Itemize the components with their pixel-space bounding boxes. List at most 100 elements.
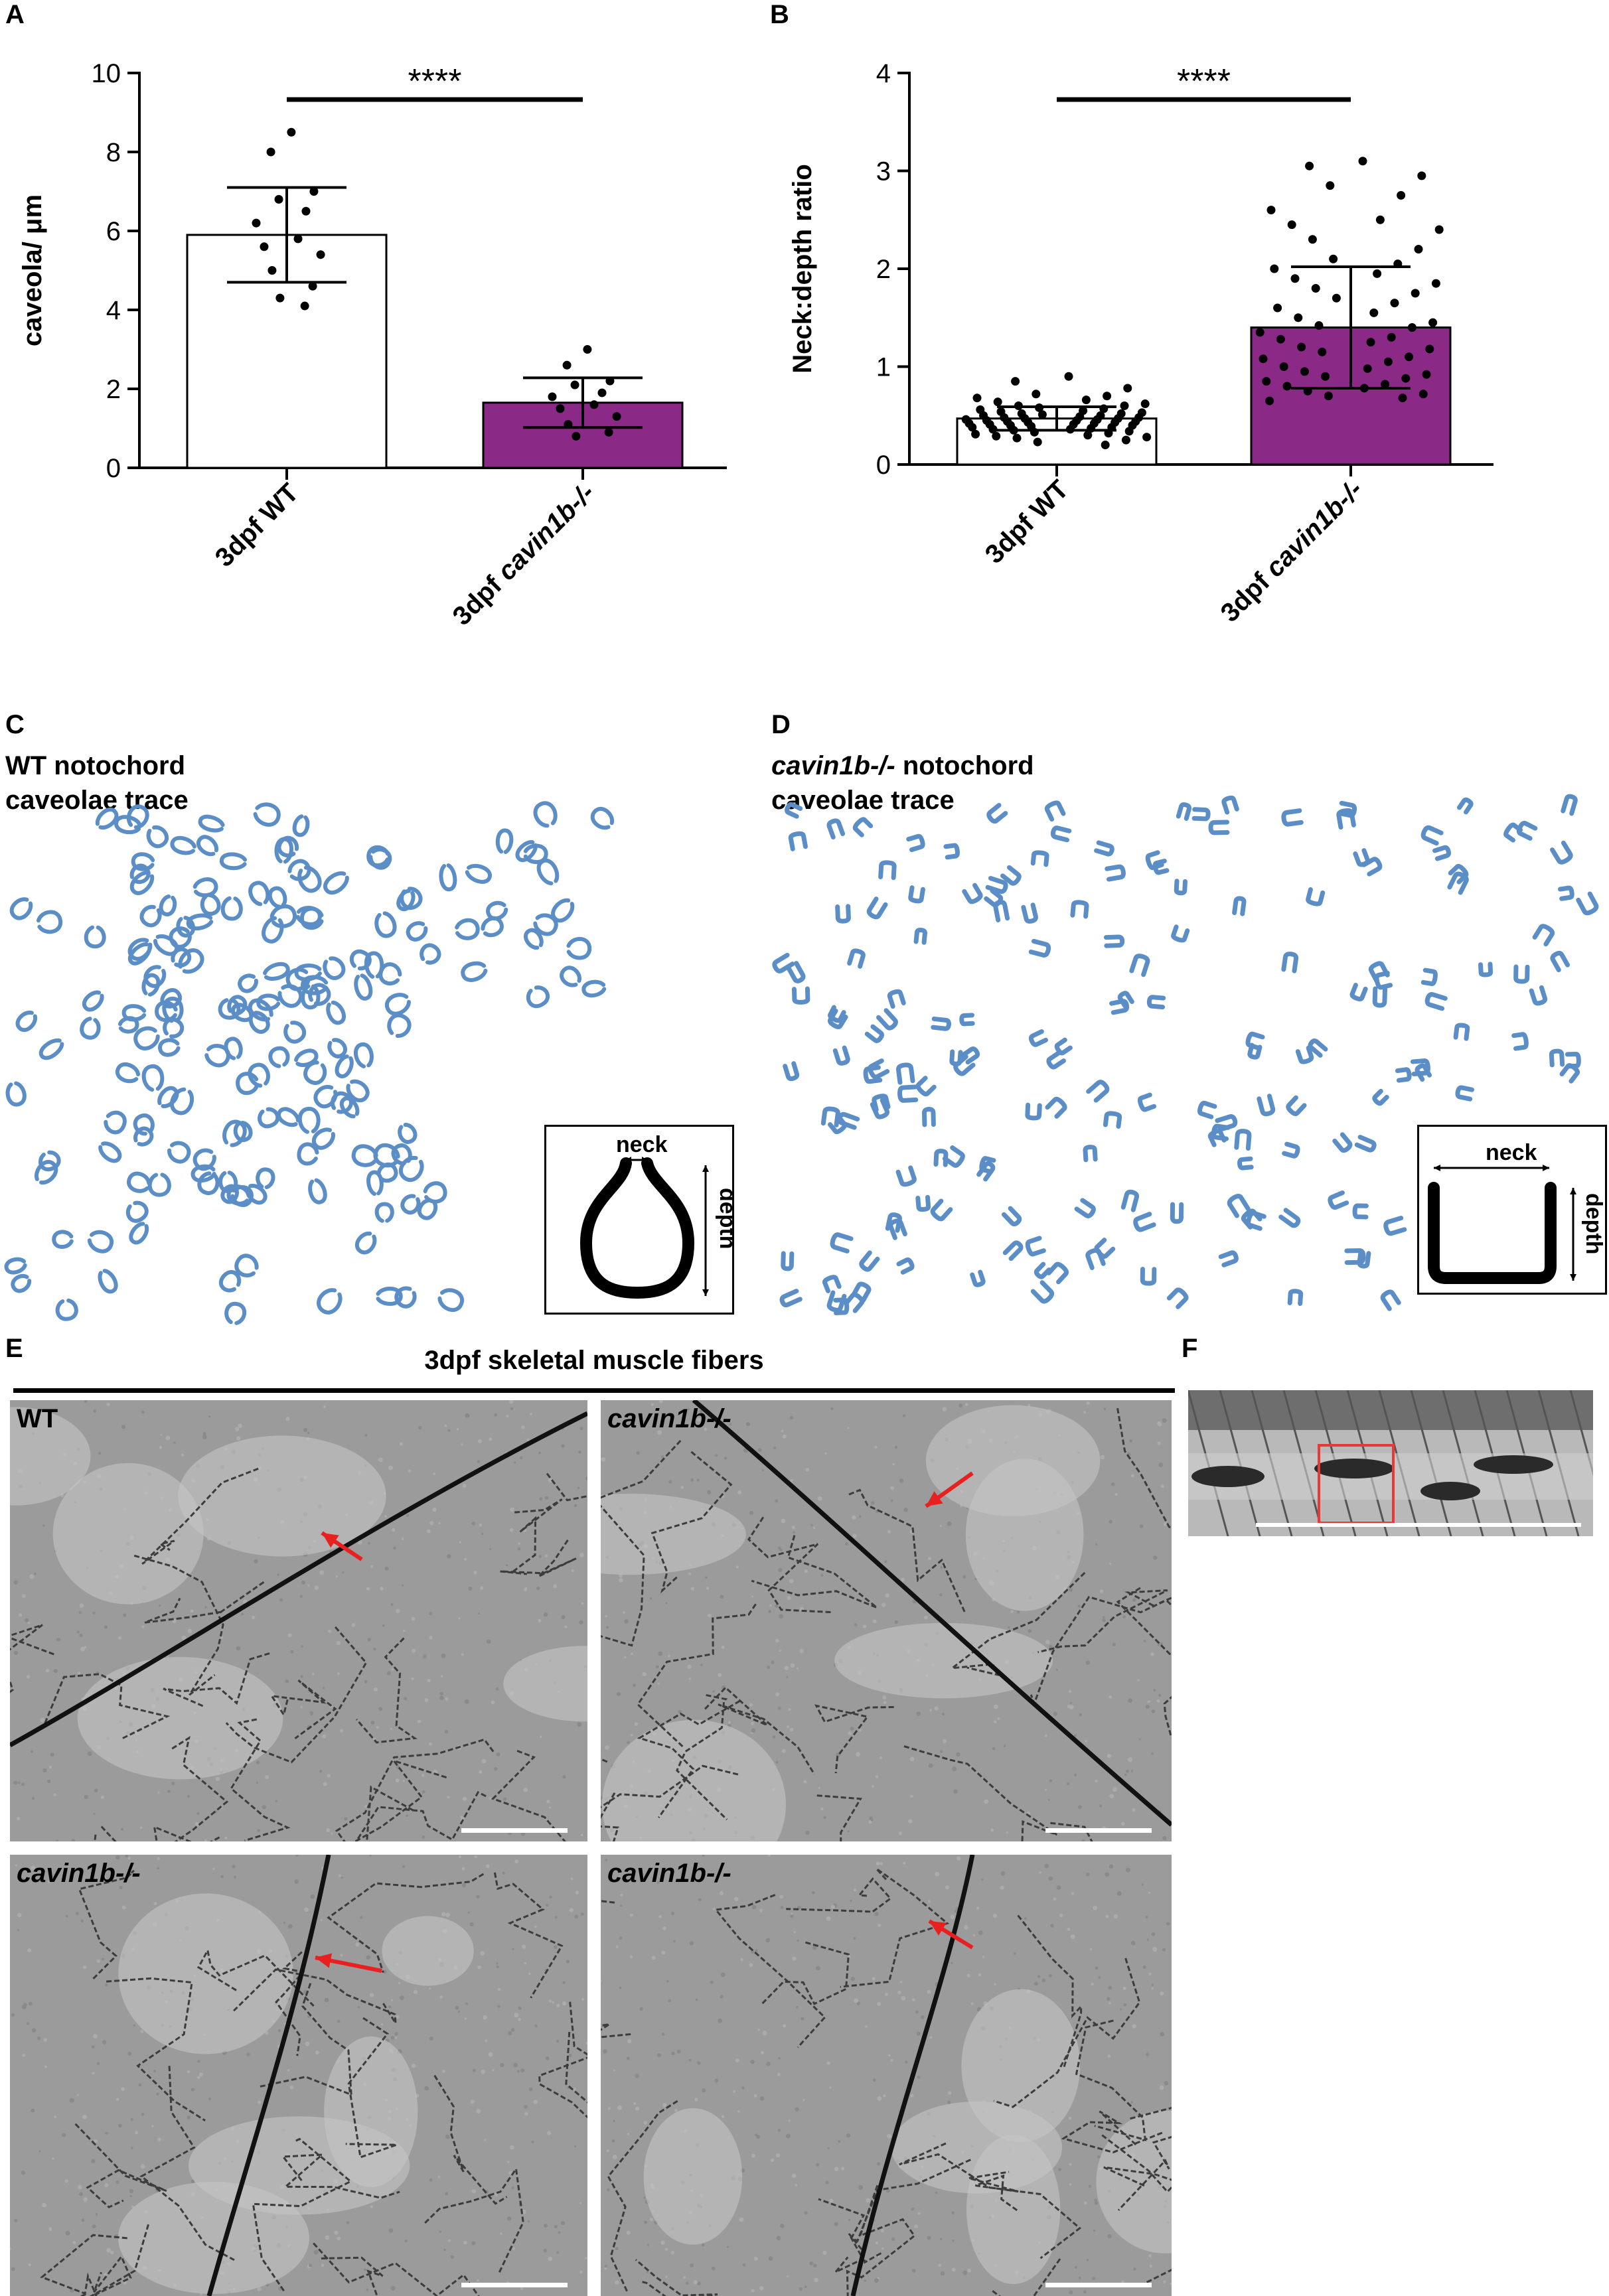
em-texture-dot (1150, 1652, 1154, 1656)
em-texture-dot (384, 1515, 388, 1518)
em-texture-dot (1045, 1640, 1050, 1644)
em-texture-dot (458, 1855, 461, 1859)
caveola-trace (141, 973, 161, 997)
em-texture-dot (439, 1695, 444, 1700)
em-reticulum (814, 1704, 894, 1774)
em-texture-dot (429, 1521, 434, 1526)
em-texture-dot (140, 2029, 144, 2033)
em-texture-dot (795, 2183, 798, 2187)
em-texture-dot (40, 1717, 45, 1723)
em-texture-dot (102, 1958, 104, 1961)
em-texture-dot (428, 1742, 433, 1746)
em-texture-dot (159, 1605, 161, 1607)
em-texture-dot (1034, 1981, 1038, 1986)
em-texture-dot (629, 1955, 633, 1959)
em-texture-dot (443, 2248, 446, 2252)
caveola-trace (1529, 985, 1548, 1006)
em-texture-dot (399, 1442, 404, 1446)
em-texture-dot (777, 1706, 781, 1710)
caveola-trace (1308, 1038, 1328, 1058)
em-texture-dot (720, 1595, 724, 1599)
em-texture-dot (1145, 1705, 1150, 1709)
em-texture-dot (506, 1414, 509, 1418)
em-texture-dot (1130, 1940, 1136, 1946)
em-texture-dot (570, 1877, 574, 1881)
em-texture-dot (380, 2023, 384, 2026)
caveola-trace (82, 990, 104, 1012)
caveola-trace (374, 911, 397, 938)
em-texture-dot (690, 1587, 695, 1591)
em-texture-dot (1157, 1441, 1161, 1445)
em-texture-dot (1151, 1752, 1154, 1755)
em-texture-dot (779, 1548, 783, 1552)
em-reticulum (761, 1941, 850, 2005)
caveola-trace (374, 1202, 394, 1223)
y-tick-label: 4 (876, 59, 891, 88)
em-texture-dot (42, 1879, 45, 1882)
data-point (1411, 289, 1420, 298)
em-texture-dot (797, 1939, 799, 1942)
em-texture-dot (323, 1405, 326, 1408)
em-texture-dot (876, 1861, 880, 1866)
em-pale-region (77, 1657, 283, 1780)
caveola-trace (833, 1297, 850, 1316)
em-texture-dot (1133, 2267, 1136, 2271)
em-texture-dot (54, 2115, 57, 2118)
em-texture-dot (241, 1613, 244, 1616)
em-reticulum (258, 1983, 352, 2096)
caveola-trace (772, 952, 795, 973)
em-texture-dot (620, 1893, 623, 1897)
caveola-trace (394, 1286, 417, 1309)
caveola-trace (930, 1198, 953, 1222)
em-texture-dot (1158, 1463, 1164, 1467)
em-texture-dot (775, 1604, 779, 1608)
caveola-trace (895, 1165, 917, 1187)
em-texture-dot (1122, 1986, 1126, 1990)
em-reticulum (714, 1894, 826, 2048)
em-texture-dot (386, 1671, 391, 1676)
caveola-trace (178, 948, 204, 974)
em-texture-dot (623, 1656, 627, 1659)
em-texture-dot (497, 1987, 501, 1991)
caveola-trace (943, 843, 960, 860)
em-texture-dot (853, 1888, 857, 1892)
em-texture-dot (668, 1480, 672, 1484)
em-texture-dot (840, 2167, 845, 2171)
em-texture-dot (181, 1635, 187, 1640)
em-texture-dot (882, 1695, 887, 1699)
data-point (1387, 332, 1396, 342)
em-texture-dot (947, 1521, 952, 1526)
caveola-trace (481, 916, 504, 938)
em-texture-dot (865, 2025, 868, 2028)
em-texture-dot (562, 1775, 566, 1779)
em-texture-dot (527, 2220, 530, 2223)
em-texture-dot (624, 1619, 629, 1624)
em-texture-dot (305, 2041, 310, 2046)
em-texture-dot (657, 1682, 660, 1685)
caveola-trace (38, 1038, 64, 1060)
em-texture-dot (1157, 1644, 1160, 1646)
caveola-trace (1432, 845, 1452, 861)
em-membrane (850, 1855, 975, 2296)
legend-d-box: neck depth (1417, 1125, 1607, 1295)
em-texture-dot (826, 2061, 830, 2065)
em-texture-dot (190, 1609, 194, 1613)
em-texture-dot (1113, 1914, 1118, 1919)
caveola-trace (98, 1269, 118, 1294)
em-texture-dot (1041, 1978, 1046, 1983)
em-texture-dot (191, 2088, 195, 2092)
em-texture-dot (277, 2029, 281, 2033)
em-texture-dot (304, 1907, 309, 1912)
caveola-trace (1246, 1210, 1266, 1231)
em-texture-dot (390, 2285, 396, 2291)
em-texture-dot (1093, 2229, 1096, 2232)
data-point (275, 293, 285, 303)
em-reticulum (1037, 1589, 1168, 1654)
em-texture-dot (1092, 2277, 1096, 2280)
em-texture-dot (660, 1455, 664, 1459)
em-texture-dot (1109, 1562, 1112, 1565)
em-texture-dot (471, 2188, 477, 2194)
em-texture-dot (31, 1865, 36, 1871)
data-point (572, 431, 581, 441)
em-texture-dot (483, 2015, 488, 2020)
